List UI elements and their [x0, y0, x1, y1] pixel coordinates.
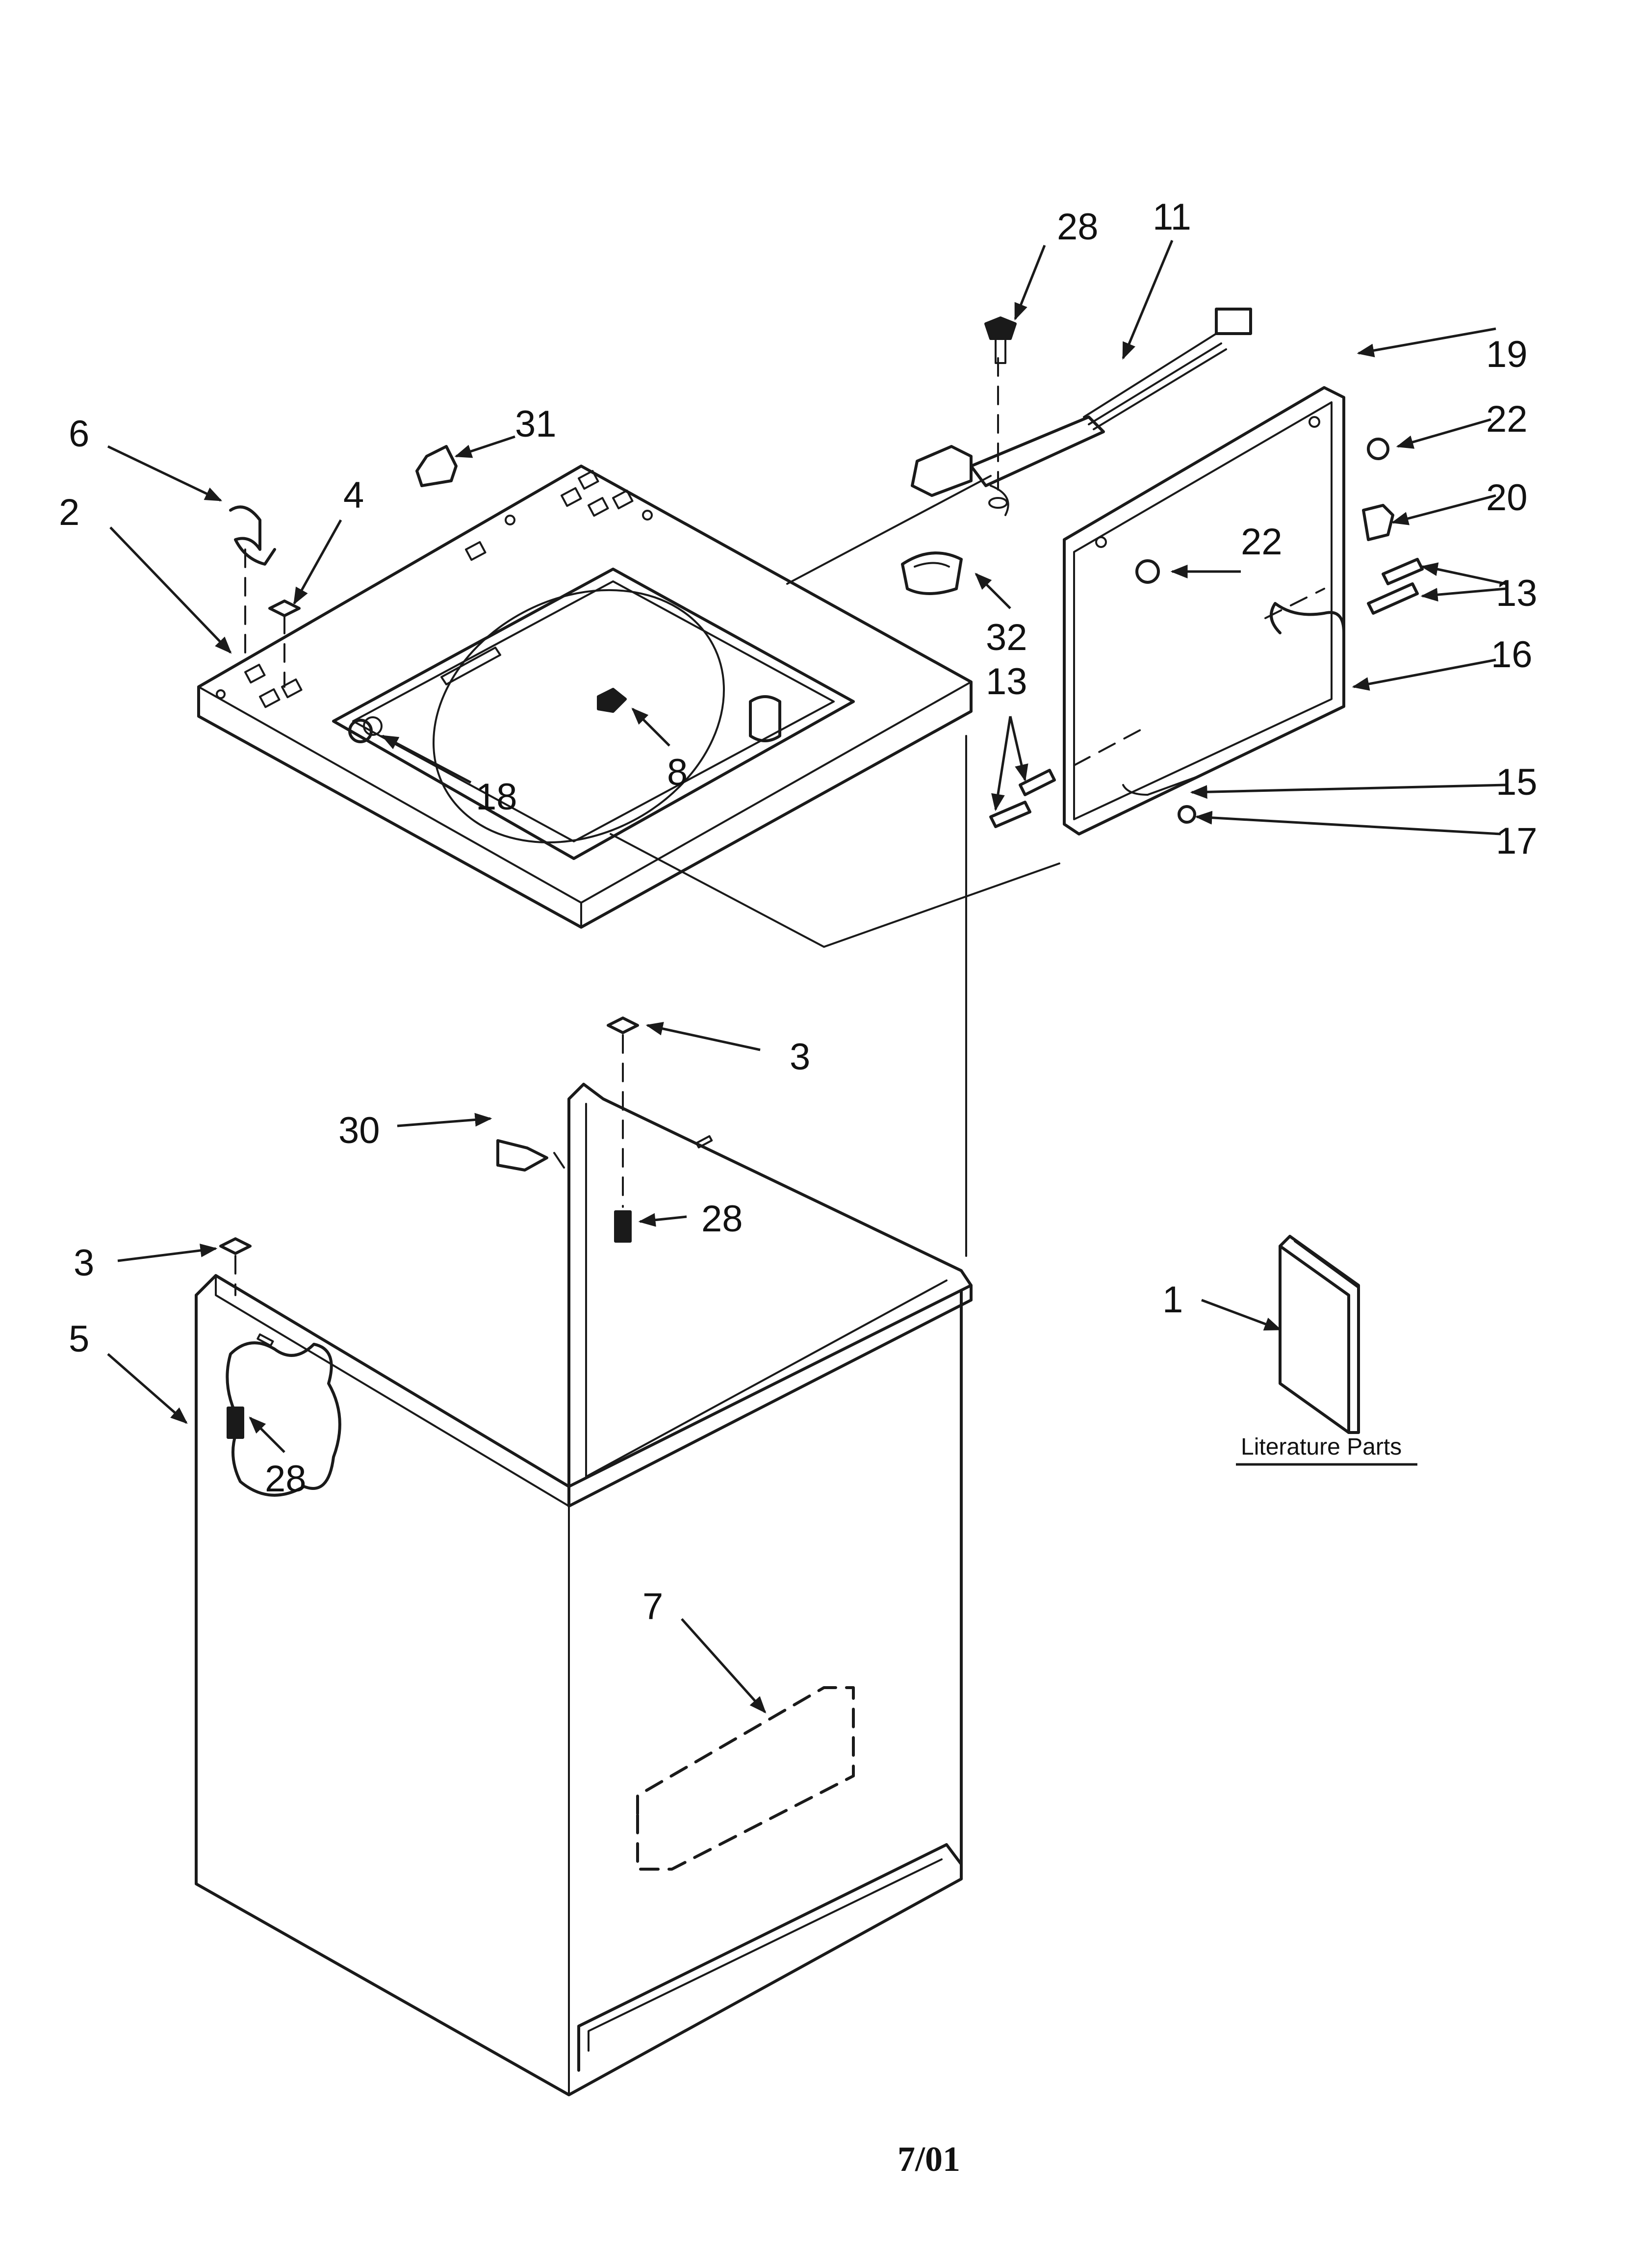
cabinet	[195, 735, 973, 2096]
callout-1: 1	[1162, 1279, 1183, 1321]
literature-booklet	[1236, 1235, 1417, 1466]
callout-19: 19	[1486, 334, 1528, 375]
callout-22-right: 22	[1486, 398, 1528, 440]
callout-28-cutaway: 28	[265, 1458, 307, 1500]
callout-31: 31	[515, 403, 557, 445]
console-frame	[1063, 386, 1345, 835]
callout-11: 11	[1153, 196, 1191, 238]
callout-5: 5	[69, 1318, 89, 1360]
callout-2: 2	[59, 492, 79, 533]
literature-parts-label: Literature Parts	[1241, 1434, 1402, 1460]
hardware	[219, 316, 1424, 1439]
date-code: 7/01	[898, 2139, 960, 2179]
callout-labels: 28 11 19 22 20 13 16 15 17 6 31 4 2 22 3…	[59, 196, 1538, 2179]
callout-8: 8	[667, 752, 688, 793]
callout-3-top: 3	[790, 1036, 810, 1078]
callout-16: 16	[1491, 634, 1533, 676]
callout-32: 32	[986, 617, 1027, 658]
callout-13-right: 13	[1496, 573, 1538, 614]
top-panel	[197, 465, 1060, 948]
callout-28-mid: 28	[701, 1198, 743, 1240]
callout-4: 4	[343, 474, 364, 516]
callout-13-left: 13	[986, 661, 1027, 703]
leader-lines	[107, 240, 1506, 1714]
callout-20: 20	[1486, 477, 1528, 519]
callout-7: 7	[642, 1586, 663, 1627]
callout-22-left: 22	[1241, 521, 1283, 563]
callout-3-left: 3	[74, 1242, 94, 1284]
callout-17: 17	[1496, 820, 1538, 862]
timer-switch	[911, 308, 1252, 516]
callout-28-top: 28	[1057, 206, 1099, 248]
callout-30: 30	[338, 1110, 380, 1151]
callout-18: 18	[476, 776, 517, 818]
callout-6: 6	[69, 413, 89, 455]
callout-15: 15	[1496, 761, 1538, 803]
